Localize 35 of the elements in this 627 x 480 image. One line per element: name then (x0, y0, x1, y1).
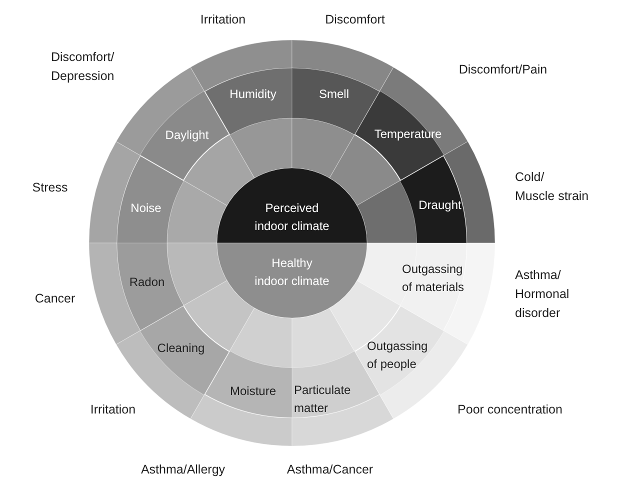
effect-label: Asthma/Cancer (286, 462, 374, 478)
segment-label: Humidity (230, 86, 276, 103)
ring-segment (400, 243, 467, 330)
segment-label: Temperature (374, 126, 442, 143)
segment-label: Outgassing of people (367, 338, 429, 373)
ring-segment (140, 306, 230, 395)
segment-label: Moisture (230, 382, 276, 400)
effect-label: Cold/ Muscle strain (515, 169, 590, 205)
effect-label: Asthma/ Hormonal disorder (515, 267, 570, 322)
effect-label: Cancer (34, 290, 76, 308)
segment-label: Outgassing of materials (402, 261, 466, 296)
segment-label: Cleaning (157, 340, 205, 357)
ring-segment (117, 243, 184, 330)
effect-label: Poor concentration (458, 402, 562, 418)
effect-label: Discomfort/ Depression (51, 49, 116, 85)
effect-label: Irritation (90, 402, 136, 418)
effect-label: Asthma/Allergy (140, 462, 226, 478)
ring-segment (354, 91, 444, 180)
segment-label: Perceived indoor climate (254, 200, 330, 235)
ring-segment (204, 351, 292, 418)
effect-label: Discomfort (325, 12, 385, 28)
segment-label: Noise (130, 200, 162, 217)
ring-segment (292, 351, 380, 418)
segment-label: Particulate matter (294, 382, 352, 417)
effect-label: Discomfort/Pain (458, 62, 548, 78)
ring-segment (117, 156, 184, 243)
segment-label: Daylight (165, 126, 209, 144)
ring-segment (400, 156, 467, 243)
ring-segment (140, 91, 230, 180)
segment-label: Healthy indoor climate (254, 255, 330, 290)
segment-label: Smell (319, 86, 349, 103)
effect-label: Irritation (200, 12, 246, 28)
effect-label: Stress (32, 180, 68, 196)
segment-label: Radon (129, 274, 165, 291)
segment-label: Draught (418, 197, 462, 214)
